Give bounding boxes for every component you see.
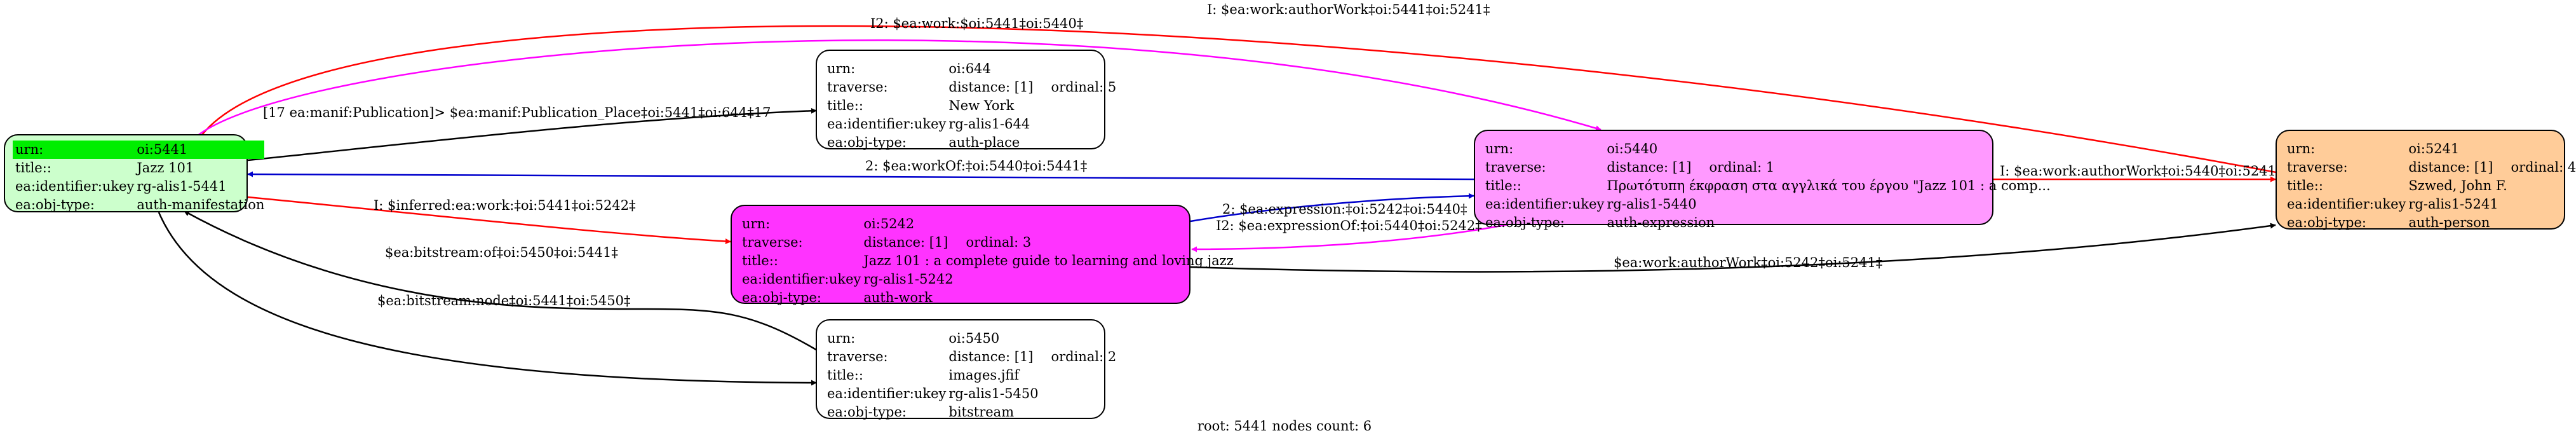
edge-label-bitstreamnode-5441-5450: $ea:bitstream:node‡oi:5441‡oi:5450‡ [377, 293, 630, 308]
node-5450-urn-key: urn: [827, 331, 856, 346]
edge-label-expressionof-5440-5242: I2: $ea:expressionOf:‡oi:5440‡oi:5242‡ [1216, 218, 1482, 233]
edge-author-5441-5241 [201, 25, 2300, 179]
node-5241-urn-key: urn: [2287, 141, 2316, 156]
node-5441[interactable]: urn:oi:5441 title::Jazz 101 ea:identifie… [4, 134, 265, 212]
node-5242-type-key: ea:obj-type: [742, 290, 821, 305]
node-644-ukey-value: rg-alis1-644 [948, 116, 1030, 132]
node-5242-title-key: title:: [742, 253, 778, 268]
node-5441-urn-value: oi:5441 [134, 141, 265, 159]
node-5242-type-value: auth-work [863, 290, 933, 305]
node-5241-ukey-value: rg-alis1-5241 [2408, 196, 2498, 212]
node-5440-title-key: title:: [1485, 178, 1521, 193]
node-5242-urn-key: urn: [742, 216, 771, 231]
node-5440-title-value: Πρωτότυπη έκφραση στα αγγλικά του έργου … [1607, 178, 2051, 193]
node-644-urn-key: urn: [827, 61, 856, 76]
edge-workof-5440-5441 [247, 171, 1474, 181]
node-5440-type-value: auth-expression [1607, 215, 1715, 230]
edge-label-author-5440-5241: I: $ea:work:authorWork‡oi:5440‡oi:5241‡ [2000, 163, 2283, 179]
node-5441-type-value: auth-manifestation [137, 197, 265, 212]
node-5450-type-value: bitstream [948, 404, 1015, 420]
edge-label-workof-5440-5441: 2: $ea:workOf:‡oi:5440‡oi:5441‡ [865, 158, 1087, 174]
node-5450-traverse-key: traverse: [827, 349, 888, 364]
node-5242[interactable]: urn: oi:5242 traverse: distance: [1] ordina… [731, 205, 1234, 305]
edge-work-5441-5440 [196, 39, 1602, 137]
node-5241-type-value: auth-person [2408, 215, 2490, 230]
node-644-ordinal: ordinal: 5 [1051, 79, 1117, 95]
node-5241-traverse-key: traverse: [2287, 160, 2348, 175]
edge-bitstreamnode-5441-5450 [158, 212, 817, 386]
node-5450-ukey-key: ea:identifier:ukey [827, 386, 947, 401]
node-5441-urn-key: urn: [13, 141, 135, 159]
edge-label-place-5441-644: [17 ea:manif:Publication]> $ea:manif:Pub… [263, 105, 771, 120]
edge-label-expression-5242-5440: 2: $ea:expression:‡oi:5242‡oi:5440‡ [1222, 202, 1467, 217]
node-644-urn-value: oi:644 [948, 61, 991, 76]
node-5242-ukey-key: ea:identifier:ukey [742, 272, 861, 287]
node-5441-ukey-value: rg-alis1-5441 [137, 179, 227, 194]
node-5241-title-key: title:: [2287, 178, 2323, 193]
node-5450-distance: distance: [1] [948, 349, 1034, 364]
node-5440-type-key: ea:obj-type: [1485, 215, 1565, 230]
node-5450-ukey-value: rg-alis1-5450 [948, 386, 1039, 401]
node-5450-type-key: ea:obj-type: [827, 404, 907, 420]
node-5450-ordinal: ordinal: 2 [1051, 349, 1117, 364]
node-5242-title-value: Jazz 101 : a complete guide to learning … [863, 253, 1234, 268]
node-644-distance: distance: [1] [948, 79, 1034, 95]
edge-label-inferred-5441-5242: I: $inferred:ea:work:‡oi:5441‡oi:5242‡ [374, 198, 636, 213]
edge-label-bitstreamof-5450-5441: $ea:bitstream:of‡oi:5450‡oi:5441‡ [385, 245, 618, 260]
node-5241-ordinal: ordinal: 4 [2511, 160, 2576, 175]
node-5440-ukey-key: ea:identifier:ukey [1485, 196, 1605, 212]
node-644[interactable]: urn: oi:644 traverse: distance: [1] ordinal… [816, 50, 1116, 150]
node-5241-distance: distance: [1] [2408, 160, 2493, 175]
node-5441-title-value: Jazz 101 [137, 160, 194, 175]
edge-bitstreamof-5450-5441 [184, 210, 819, 352]
node-5441-title-key: title:: [15, 160, 51, 175]
node-5440-ordinal: ordinal: 1 [1709, 160, 1775, 175]
node-5440[interactable]: urn: oi:5440 traverse: distance: [1] ordina… [1474, 130, 2051, 230]
node-5242-traverse-key: traverse: [742, 235, 803, 250]
node-5241[interactable]: urn: oi:5241 traverse: distance: [1] ordina… [2276, 130, 2576, 230]
node-5450-title-value: images.jfif [948, 368, 1020, 383]
edge-expressionof-5440-5242 [1191, 223, 1513, 252]
node-5440-urn-key: urn: [1485, 141, 1514, 156]
node-5441-ukey-key: ea:identifier:ukey [15, 179, 135, 194]
node-5450[interactable]: urn: oi:5450 traverse: distance: [1] ordina… [816, 319, 1116, 420]
node-5440-traverse-key: traverse: [1485, 160, 1546, 175]
node-644-type-key: ea:obj-type: [827, 135, 907, 150]
edge-expression-5242-5440 [1190, 193, 1474, 223]
node-644-title-value: New York [948, 98, 1015, 113]
node-5241-ukey-key: ea:identifier:ukey [2287, 196, 2406, 212]
node-5242-urn-value: oi:5242 [863, 216, 915, 231]
edge-inferred-5441-5242 [247, 196, 731, 245]
node-5241-type-key: ea:obj-type: [2287, 215, 2366, 230]
edge-label-author-5441-5241: I: $ea:work:authorWork‡oi:5441‡oi:5241‡ [1207, 2, 1490, 17]
node-5441-type-key: ea:obj-type: [15, 197, 95, 212]
node-5242-distance: distance: [1] [863, 235, 948, 250]
node-644-title-key: title:: [827, 98, 863, 113]
node-644-ukey-key: ea:identifier:ukey [827, 116, 947, 132]
edge-author-5242-5241 [1190, 223, 2276, 273]
node-5450-urn-value: oi:5450 [948, 331, 1000, 346]
node-5242-ukey-value: rg-alis1-5242 [863, 272, 954, 287]
node-644-type-value: auth-place [948, 135, 1020, 150]
node-644-traverse-key: traverse: [827, 79, 888, 95]
node-5440-distance: distance: [1] [1607, 160, 1692, 175]
edge-label-author-5242-5241: $ea:work:authorWork‡oi:5242‡oi:5241‡ [1614, 255, 1882, 270]
node-5241-urn-value: oi:5241 [2408, 141, 2460, 156]
edge-label-work-5441-5440: I2: $ea:work:$oi:5441‡oi:5440‡ [870, 16, 1083, 31]
graph-footer: root: 5441 nodes count: 6 [1197, 418, 1372, 434]
node-5242-ordinal: ordinal: 3 [966, 235, 1032, 250]
node-5440-ukey-value: rg-alis1-5440 [1607, 196, 1697, 212]
node-5450-title-key: title:: [827, 368, 863, 383]
edge-place-5441-644 [247, 107, 817, 162]
node-5241-title-value: Szwed, John F. [2408, 178, 2507, 193]
node-5440-urn-value: oi:5440 [1607, 141, 1658, 156]
